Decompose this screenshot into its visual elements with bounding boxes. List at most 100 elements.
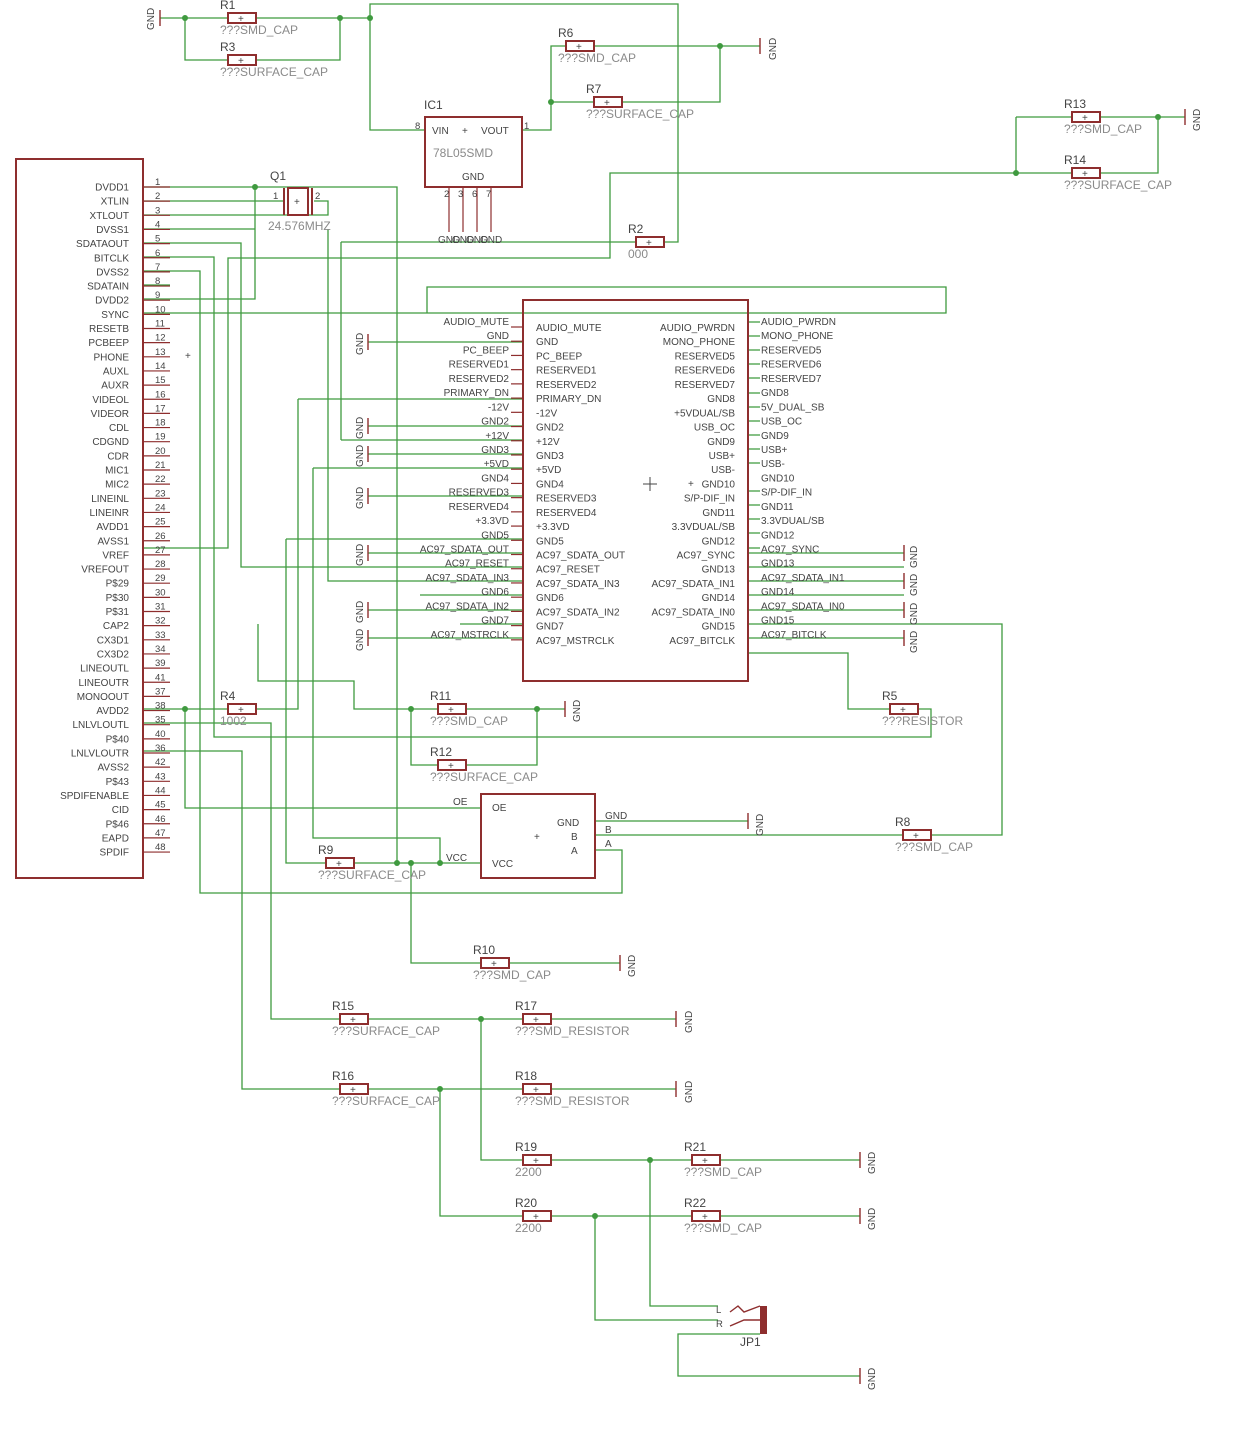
resistor-name: R8 <box>895 815 911 829</box>
ground-icon: GND <box>903 545 920 568</box>
svg-text:B: B <box>571 832 578 843</box>
u1-pin-number: 44 <box>155 785 166 796</box>
audio-jack-jp1[interactable]: L R JP1 <box>716 1305 767 1349</box>
u1-pin-number: 19 <box>155 432 166 443</box>
j1-left-net-label: RESERVED1 <box>449 360 510 371</box>
svg-text:8: 8 <box>415 121 420 132</box>
u1-pin-name: CID <box>112 805 129 816</box>
j1-left-net-label: RESERVED2 <box>449 374 510 385</box>
j1-left-net-label: GND6 <box>481 587 509 598</box>
resistor-r7[interactable]: +R7???SURFACE_CAP <box>586 82 694 121</box>
resistor-r10[interactable]: +R10???SMD_CAP <box>473 943 551 982</box>
u1-pin-number: 20 <box>155 446 166 457</box>
resistor-r11[interactable]: +R11???SMD_CAP <box>430 689 508 728</box>
resistor-r9[interactable]: +R9???SURFACE_CAP <box>318 843 426 882</box>
resistor-r15[interactable]: +R15???SURFACE_CAP <box>332 999 440 1038</box>
svg-text:GND: GND <box>355 417 366 439</box>
j1-left-net-label: RESERVED4 <box>449 502 510 513</box>
j1-left-pin-name: RESERVED3 <box>536 494 597 505</box>
svg-text:OE: OE <box>492 803 507 814</box>
svg-text:OE: OE <box>453 797 468 808</box>
svg-text:GND: GND <box>909 546 920 568</box>
u1-pin-name: DVSS2 <box>96 267 129 278</box>
j1-right-net-label: RESERVED6 <box>761 360 822 371</box>
u1-pin-name: P$40 <box>106 734 130 745</box>
ground-icon: GND <box>747 813 766 836</box>
resistor-value: ???RESISTOR <box>882 714 963 728</box>
svg-text:+: + <box>350 1015 356 1026</box>
resistor-r21[interactable]: +R21???SMD_CAP <box>684 1140 762 1179</box>
ground-icon: GND <box>903 602 920 625</box>
u1-pin-number: 18 <box>155 418 166 429</box>
svg-text:GND: GND <box>909 603 920 625</box>
j1-left-net-label: AC97_SDATA_IN3 <box>425 573 509 584</box>
j1-left-net-label: PC_BEEP <box>463 345 509 356</box>
front-panel-connector-j1[interactable]: + AUDIO_MUTEAUDIO_MUTEGNDGNDPC_BEEPPC_BE… <box>420 299 845 682</box>
resistor-name: R19 <box>515 1140 537 1154</box>
buffer-ic[interactable]: OE GND B A VCC + OE GND B A VCC <box>446 793 627 879</box>
resistor-value: ???SMD_CAP <box>684 1221 762 1235</box>
crystal-q1[interactable]: Q1 + 1 2 24.576MHZ <box>268 169 331 233</box>
resistor-r6[interactable]: +R6???SMD_CAP <box>558 26 636 65</box>
resistor-r13[interactable]: +R13???SMD_CAP <box>1064 97 1142 136</box>
u1-pin-number: 2 <box>155 191 160 202</box>
j1-right-net-label: RESERVED7 <box>761 374 822 385</box>
resistor-value: ???SURFACE_CAP <box>332 1094 440 1108</box>
j1-left-net-label: RESERVED3 <box>449 488 510 499</box>
j1-right-net-label: S/P-DIF_IN <box>761 488 812 499</box>
resistor-r8[interactable]: +R8???SMD_CAP <box>895 815 973 854</box>
u1-pin-number: 1 <box>155 177 160 188</box>
svg-text:Q1: Q1 <box>270 169 286 183</box>
j1-right-pin-name: RESERVED6 <box>675 366 736 377</box>
resistor-r5[interactable]: +R5???RESISTOR <box>882 689 963 728</box>
resistor-value: ???SMD_CAP <box>558 51 636 65</box>
j1-left-pin-name: GND3 <box>536 451 564 462</box>
resistor-r18[interactable]: +R18???SMD_RESISTOR <box>515 1069 630 1108</box>
resistor-name: R22 <box>684 1196 706 1210</box>
resistor-r22[interactable]: +R22???SMD_CAP <box>684 1196 762 1235</box>
u1-pin-name: VIDEOR <box>91 409 129 420</box>
resistor-r14[interactable]: +R14???SURFACE_CAP <box>1064 153 1172 192</box>
resistor-r12[interactable]: +R12???SURFACE_CAP <box>430 745 538 784</box>
svg-text:GND: GND <box>462 172 484 183</box>
svg-text:+: + <box>702 1156 708 1167</box>
resistor-r16[interactable]: +R16???SURFACE_CAP <box>332 1069 440 1108</box>
u1-pin-name: P$29 <box>106 579 130 590</box>
j1-left-net-label: +5VD <box>484 459 509 470</box>
resistor-value: ???SMD_RESISTOR <box>515 1024 630 1038</box>
resistor-name: R14 <box>1064 153 1086 167</box>
u1-pin-number: 23 <box>155 488 166 499</box>
j1-right-net-label: GND10 <box>761 473 795 484</box>
u1-pin-name: AVSS2 <box>98 763 130 774</box>
j1-right-net-label: GND14 <box>761 587 795 598</box>
svg-text:GND: GND <box>355 544 366 566</box>
resistor-value: ???SMD_CAP <box>895 840 973 854</box>
resistor-r1[interactable]: +R1???SMD_CAP <box>220 0 298 37</box>
resistor-r3[interactable]: +R3???SURFACE_CAP <box>220 40 328 79</box>
u1-pin-name: VREF <box>102 550 129 561</box>
resistor-name: R12 <box>430 745 452 759</box>
u1-pin-number: 30 <box>155 587 166 598</box>
ground-icon: GND <box>355 544 369 566</box>
u1-pin-name: AVDD2 <box>96 706 129 717</box>
u1-pin-name: CX3D1 <box>97 635 130 646</box>
svg-text:+: + <box>688 479 694 490</box>
j1-right-net-label: AC97_SDATA_IN0 <box>761 601 845 612</box>
svg-text:+: + <box>462 126 468 137</box>
regulator-ic1[interactable]: IC1 VIN VOUT + 78L05SMD GND 8 1 2GND3GND… <box>415 98 529 246</box>
j1-right-net-label: AUDIO_PWRDN <box>761 317 836 328</box>
u1-pin-name: LNLVLOUTR <box>71 749 129 760</box>
svg-text:+: + <box>533 1156 539 1167</box>
ic1-gnd-label: GND <box>466 235 488 246</box>
wires <box>143 3 1185 1377</box>
resistors[interactable]: +R1???SMD_CAP+R3???SURFACE_CAP +R6???SMD_… <box>220 0 1172 1235</box>
resistor-r17[interactable]: +R17???SMD_RESISTOR <box>515 999 630 1038</box>
svg-text:JP1: JP1 <box>740 1335 761 1349</box>
u1-pin-name: CX3D2 <box>97 649 130 660</box>
